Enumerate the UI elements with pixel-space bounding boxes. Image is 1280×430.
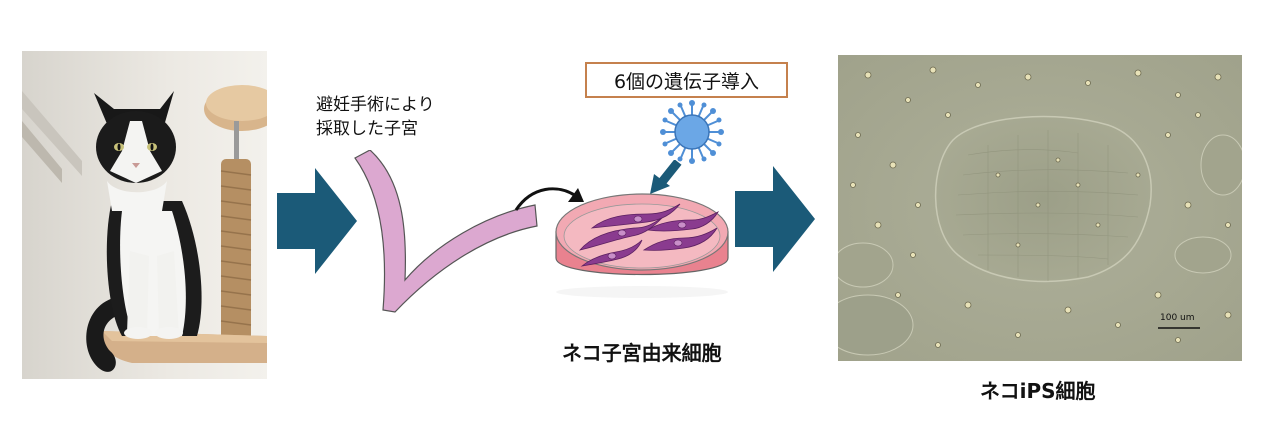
scale-bar-label: 100 um xyxy=(1160,313,1195,323)
petri-dish-illustration xyxy=(555,193,729,298)
uterus-illustration xyxy=(354,150,538,313)
ips-colony-micrograph: 100 um xyxy=(838,55,1242,361)
virus-icon xyxy=(660,100,724,164)
uterus-label-line-1: 避妊手術により xyxy=(316,95,435,115)
transfer-arrow-icon xyxy=(514,187,584,211)
right-arrow-icon xyxy=(277,168,357,274)
down-arrow-icon xyxy=(650,160,682,194)
uterine-cells-caption: ネコ子宮由来細胞 xyxy=(562,341,722,365)
right-arrow-icon xyxy=(735,166,815,272)
uterus-label-line-2: 採取した子宮 xyxy=(316,119,418,139)
gene-introduction-label: 6個の遺伝子導入 xyxy=(585,62,788,98)
ips-cells-caption: ネコiPS細胞 xyxy=(980,379,1096,403)
cat-photo xyxy=(22,51,267,379)
